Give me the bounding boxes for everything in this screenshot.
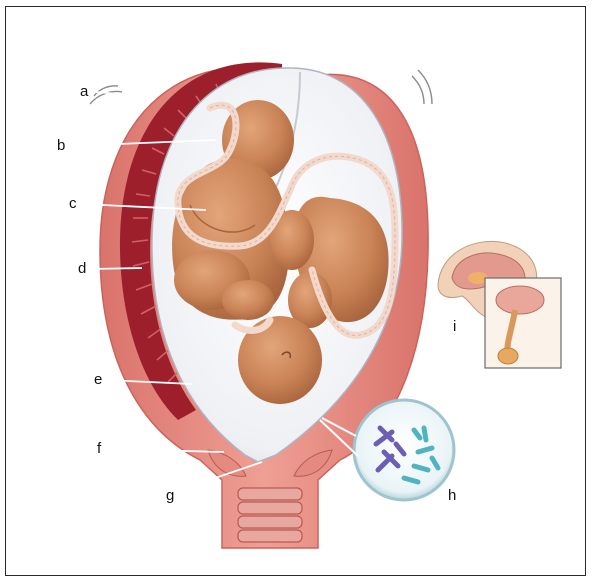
label-i: i xyxy=(453,318,456,335)
label-b: b xyxy=(57,137,65,154)
label-a: a xyxy=(80,83,89,100)
label-f: f xyxy=(97,440,102,457)
label-c: c xyxy=(69,195,77,212)
label-g: g xyxy=(166,487,174,504)
label-e: e xyxy=(94,371,102,388)
label-h: h xyxy=(448,487,456,504)
label-d: d xyxy=(78,260,86,277)
pituitary-inset xyxy=(438,241,561,368)
